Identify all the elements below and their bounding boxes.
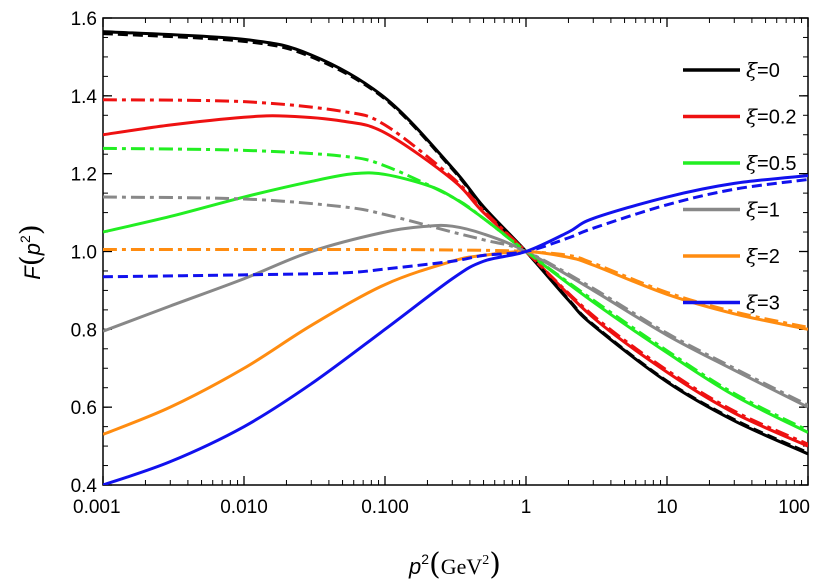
x-tick-label: 1 [521, 497, 532, 518]
x-axis-label-sup: 2 [421, 551, 429, 567]
legend-label-value: =0 [757, 60, 780, 82]
legend-label: ξ=3 [746, 291, 780, 315]
series-line-dashed [103, 98, 808, 446]
axis-ticks [102, 17, 809, 486]
series-line-solid [103, 174, 808, 485]
y-axis-label: F(p2) [14, 224, 47, 279]
y-tick-label: 1.0 [71, 243, 97, 264]
series-layer [103, 30, 808, 485]
y-tick-label: 0.8 [71, 320, 97, 341]
x-axis-label-base: p [408, 554, 421, 579]
series-line-dashed [103, 146, 808, 432]
axis-tick-labels: 0.001 0.010 0.100 1 10 100 0.4 0.6 0.8 1.0 1.2 1.4 1… [71, 9, 810, 518]
series-line-solid [103, 30, 808, 456]
x-tick-label: 0.100 [361, 497, 409, 518]
y-tick-label: 0.6 [71, 398, 97, 419]
legend-label: ξ=1 [746, 198, 780, 222]
legend-label-value: =1 [757, 200, 780, 222]
y-tick-label: 1.2 [71, 165, 97, 186]
x-axis-label: p2(GeV2) [408, 547, 501, 582]
x-tick-label: 100 [778, 497, 810, 518]
x-tick-label: 10 [656, 497, 677, 518]
legend-label: ξ=0 [746, 58, 780, 82]
x-tick-label: 0.010 [220, 497, 268, 518]
legend-label-value: =0.5 [757, 153, 796, 175]
legend-label: ξ=0.5 [746, 151, 797, 175]
series-line-solid [103, 114, 808, 448]
legend-label-value: =2 [757, 246, 780, 268]
y-tick-label: 0.4 [71, 476, 98, 497]
x-axis-label-unit-sup: 2 [482, 553, 489, 568]
legend-label-symbol: ξ [746, 58, 758, 82]
series-line-dashed [103, 32, 808, 455]
series-line-solid [103, 171, 808, 434]
plot-frame [102, 17, 809, 486]
x-axis-label-unit: GeV [441, 554, 483, 579]
legend-label: ξ=2 [746, 244, 780, 268]
series-line-solid [103, 223, 808, 409]
series-line-dashed [103, 178, 808, 279]
y-axis-label-sup: 2 [17, 235, 33, 243]
y-tick-label: 1.4 [71, 87, 98, 108]
legend-label-symbol: ξ [746, 105, 758, 129]
legend: ξ=0ξ=0.2ξ=0.5ξ=1ξ=2ξ=3 [683, 58, 797, 315]
legend-label-symbol: ξ [746, 244, 758, 268]
legend-label-symbol: ξ [746, 151, 758, 175]
series-line-solid [103, 249, 808, 436]
series-line-dashed [103, 195, 808, 407]
y-tick-label: 1.6 [71, 9, 97, 30]
x-tick-label: 0.001 [73, 497, 121, 518]
y-axis-label-func: F [20, 265, 45, 280]
legend-label-value: =3 [757, 293, 780, 315]
y-axis-label-base: p [20, 243, 45, 256]
legend-label: ξ=0.2 [746, 105, 797, 129]
legend-label-value: =0.2 [757, 107, 796, 129]
legend-label-symbol: ξ [746, 198, 758, 222]
legend-label-symbol: ξ [746, 291, 758, 315]
